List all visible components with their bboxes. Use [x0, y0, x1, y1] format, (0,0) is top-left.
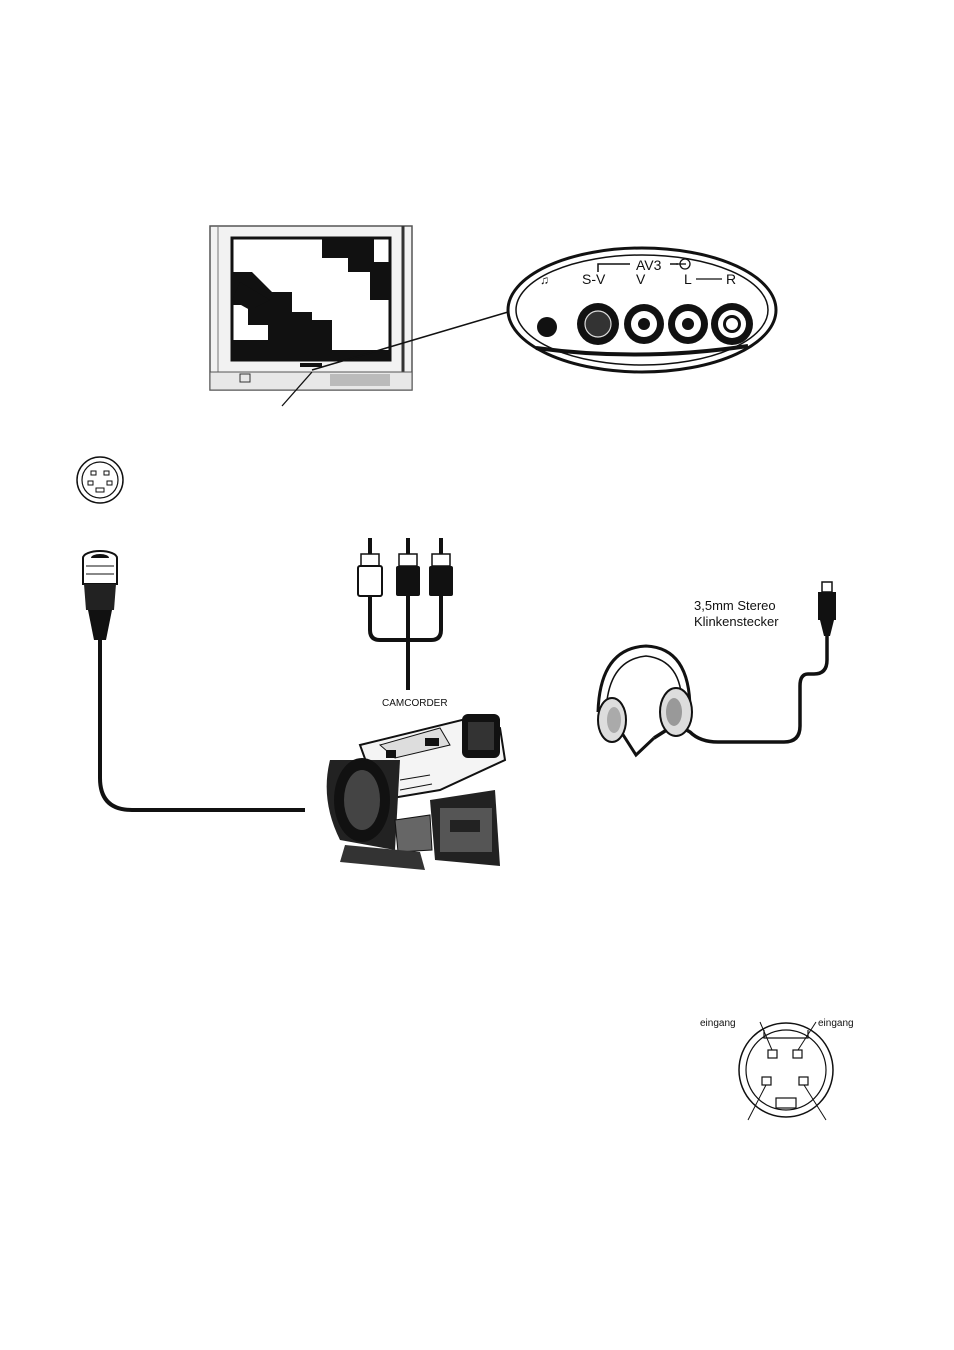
av3-panel: AV3 ♫ S-V V L R [508, 248, 776, 372]
pin-label-top-right: eingang [818, 1018, 854, 1029]
svideo-pinout [739, 1022, 833, 1120]
pin-label-top-left: eingang [700, 1018, 736, 1029]
headphone-jack[interactable] [537, 317, 557, 337]
video-jack-label: V [636, 271, 646, 287]
audio-right-jack[interactable] [711, 303, 753, 345]
svideo-jack-label: S-V [582, 271, 606, 287]
svideo-socket-icon [77, 457, 123, 503]
headphone-symbol: ♫ [540, 273, 549, 287]
svideo-jack[interactable] [577, 303, 619, 345]
audio-left-jack[interactable] [668, 304, 708, 344]
rca-cable [358, 538, 453, 690]
svideo-cable [83, 551, 305, 810]
plug-label-line1: 3,5mm Stereo [694, 598, 776, 613]
right-jack-label: R [726, 271, 736, 287]
tv-set [210, 226, 412, 406]
left-jack-label: L [684, 271, 692, 287]
camcorder [327, 714, 505, 870]
camcorder-label: CAMCORDER [382, 698, 448, 709]
video-jack[interactable] [624, 304, 664, 344]
plug-label-line2: Klinkenstecker [694, 614, 779, 629]
